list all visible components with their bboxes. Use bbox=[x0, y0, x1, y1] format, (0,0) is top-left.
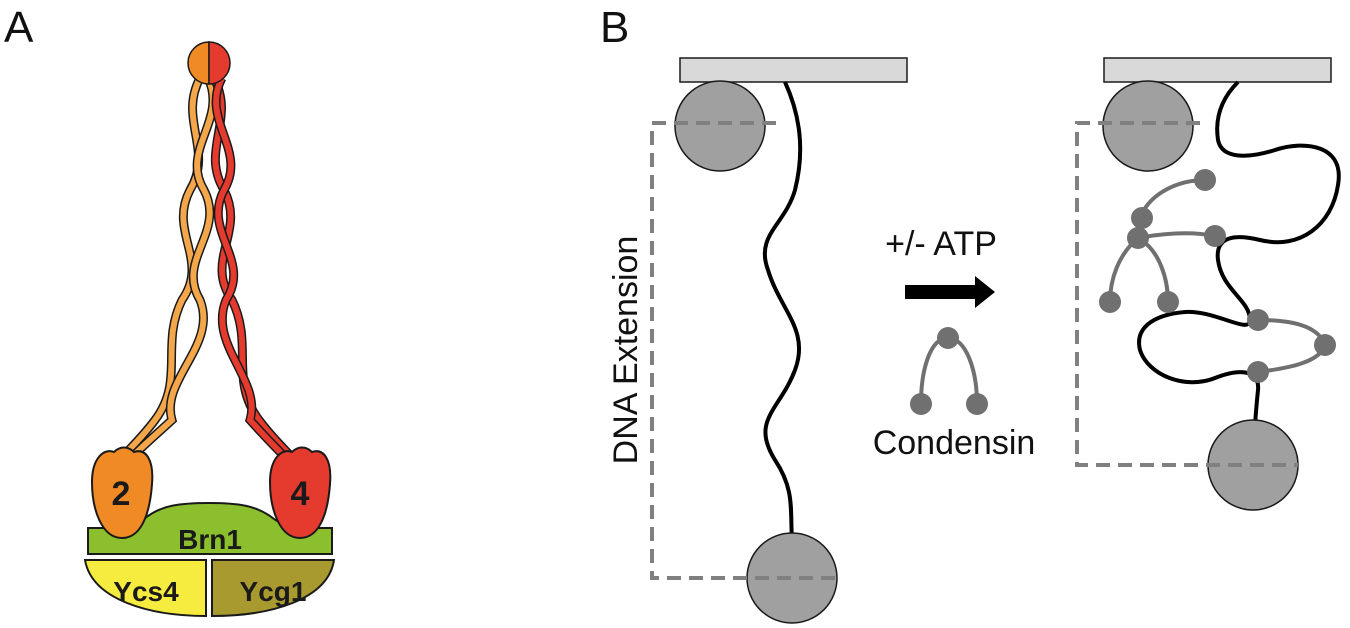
condensin-node bbox=[1247, 361, 1269, 383]
panel-a-letter: A bbox=[4, 3, 34, 52]
dna-extension-label: DNA Extension bbox=[607, 236, 645, 465]
condensin-legend-head-left bbox=[910, 393, 932, 415]
condensin-node bbox=[1099, 291, 1121, 313]
condensin-arm-3 bbox=[1137, 231, 1216, 240]
hinge-domain bbox=[187, 41, 231, 85]
dna-strand-compacted bbox=[1137, 80, 1341, 431]
ycs4-subunit bbox=[83, 559, 207, 618]
ycg1-label: Ycg1 bbox=[240, 576, 307, 607]
dna-strand-extended bbox=[762, 81, 803, 541]
condensin-legend: Condensin bbox=[873, 327, 1036, 462]
smc4-head-label: 4 bbox=[291, 475, 310, 513]
smc4-head bbox=[268, 446, 332, 540]
condensin-legend-label: Condensin bbox=[873, 424, 1036, 462]
condensin-node bbox=[1157, 291, 1179, 313]
condensin-node bbox=[1194, 169, 1216, 191]
atp-label: +/- ATP bbox=[885, 225, 997, 263]
extension-bracket-right bbox=[1075, 121, 1298, 467]
ycs4-label: Ycs4 bbox=[113, 576, 179, 607]
condensin-node bbox=[1247, 309, 1269, 331]
condensin-node bbox=[1204, 225, 1226, 247]
smc2-coil-strand-2-fill bbox=[125, 76, 216, 464]
smc4-coil-strand-1-fill bbox=[211, 76, 299, 464]
tethered-bead-left bbox=[674, 80, 766, 172]
condensin-node bbox=[1131, 207, 1153, 229]
compacted-dna-assay bbox=[1075, 57, 1341, 511]
smc2-head-label: 2 bbox=[112, 475, 131, 513]
extension-bracket-left bbox=[650, 121, 838, 580]
surface-right bbox=[1103, 57, 1332, 83]
ycg1-subunit bbox=[211, 559, 336, 618]
reaction-arrow bbox=[905, 276, 995, 308]
reaction-arrow-group: +/- ATP bbox=[885, 225, 997, 308]
condensin-node bbox=[1127, 227, 1149, 249]
smc2-head bbox=[90, 446, 154, 540]
smc2-coil-strand-1 bbox=[114, 75, 205, 465]
condensin-complex: 2 4 Brn1 Ycs4 Ycg1 bbox=[83, 41, 336, 618]
surface-left bbox=[679, 57, 908, 83]
tethered-bead-right bbox=[1102, 80, 1194, 172]
brn1-label: Brn1 bbox=[178, 524, 242, 555]
condensin-legend-head-right bbox=[966, 393, 988, 415]
smc4-coil-strand-2-fill bbox=[213, 76, 293, 465]
extended-dna-assay: DNA Extension bbox=[607, 57, 908, 624]
condensin-legend-hinge bbox=[937, 327, 959, 349]
panel-b-letter: B bbox=[600, 3, 629, 52]
condensin-node bbox=[1314, 334, 1336, 356]
